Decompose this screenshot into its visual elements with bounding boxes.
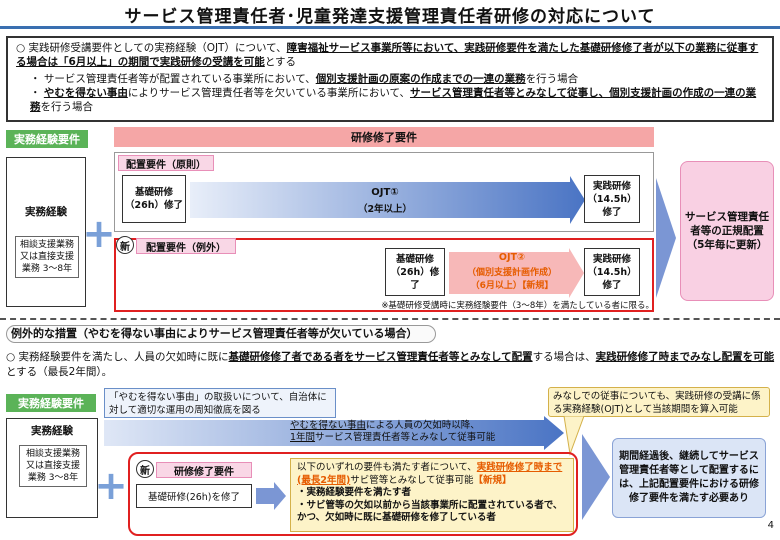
intro-box: ○ 実践研修受講要件としての実務経験（OJT）について、障害福祉サービス事業所等… bbox=[6, 36, 774, 122]
ojt1-label-2: （2年以上） bbox=[357, 204, 413, 215]
exception-desc-pre: 実務経験要件を満たし、人員の欠如時に既に bbox=[18, 351, 229, 363]
ojt1-arrow bbox=[190, 176, 585, 224]
top-exp-req-label: 実務経験要件 bbox=[6, 130, 88, 148]
title-underline bbox=[0, 26, 780, 29]
condition-mid: サビ管等とみなして従事可能 bbox=[350, 474, 474, 486]
callout-right-pointer bbox=[563, 416, 585, 456]
top-plus-icon: + bbox=[82, 211, 116, 257]
deemed-line-2: 1年間サービス管理責任者等とみなして従事可能 bbox=[290, 432, 550, 444]
deemed-line1-post: による人員の欠如時以降、 bbox=[366, 420, 480, 431]
intro-item1-pre: ・ サービス管理責任者等が配置されている事業所において、 bbox=[30, 73, 316, 85]
section-divider bbox=[0, 318, 780, 320]
callout-left: 「やむを得ない事由」の取扱いについて、自治体に対して適切な運用の周知徹底を図る bbox=[104, 388, 336, 418]
intro-item2-mid: によりサービス管理責任者等を欠いている事業所において、 bbox=[127, 87, 410, 99]
practice-training-2: 実践研修（14.5h）修了 bbox=[584, 248, 640, 296]
condition-new: 【新規】 bbox=[473, 474, 512, 486]
intro-item1-u: 個別支援計画の原案の作成までの一連の業務 bbox=[315, 73, 526, 85]
page-title: サービス管理責任者･児童発達支援管理責任者研修の対応について bbox=[124, 7, 656, 27]
top-train-req-label: 研修修了要件 bbox=[114, 127, 654, 147]
exception-desc-mid: する場合は、 bbox=[532, 351, 596, 363]
intro-bullet: ○ bbox=[16, 42, 26, 54]
intro-item2-post: を行う場合 bbox=[40, 101, 94, 113]
ojt1-label-1: OJT① bbox=[371, 187, 399, 198]
exception-desc-u2: 実践研修修了時までみなし配置を可能 bbox=[595, 351, 775, 363]
intro-item-2: ・ やむを得ない事由によりサービス管理責任者等を欠いている事業所において、サービ… bbox=[30, 87, 757, 113]
exception-label: 配置要件（例外） bbox=[136, 238, 236, 254]
bottom-train-req-label: 研修修了要件 bbox=[156, 462, 252, 478]
bottom-basic-training: 基礎研修(26h)を修了 bbox=[136, 484, 252, 508]
exception-frame bbox=[114, 238, 654, 312]
top-exp-title: 実務経験 bbox=[25, 206, 67, 218]
bottom-plus-icon: + bbox=[94, 463, 128, 509]
bottom-train-frame bbox=[128, 452, 578, 536]
page-number: 4 bbox=[767, 520, 774, 531]
bottom-exp-detail: 相談支援業務又は直接支援業務 3～8年 bbox=[19, 445, 87, 487]
condition-pre: 以下のいずれの要件も満たす者について、 bbox=[297, 462, 477, 473]
intro-item1-post: を行う場合 bbox=[525, 73, 579, 85]
basic-training-2: 基礎研修（26h）修了 bbox=[385, 248, 445, 296]
condition-box: 以下のいずれの要件も満たす者について、実践研修修了時まで(最長2年間)サビ管等と… bbox=[290, 458, 574, 532]
intro-item2-u2: サービス管理責任者等とみなして従事し、個別支援計画の作成の一連の業務 bbox=[30, 87, 757, 113]
ojt2-label-3: （6月以上）【新規】 bbox=[470, 281, 554, 291]
intro-item2-u1: やむを得ない事由 bbox=[43, 87, 128, 99]
result-arrow-top bbox=[656, 178, 676, 298]
continued-placement-box: 期間経過後、継続してサービス管理責任者等として配置するには、上記配置要件における… bbox=[612, 438, 766, 518]
ojt2-arrow bbox=[449, 248, 584, 298]
ojt2-label-2: （個別支援計画作成） bbox=[466, 268, 557, 278]
deemed-line1-u: やむを得ない事由 bbox=[290, 420, 367, 431]
condition-item-1: ・実務経験要件を満たす者 bbox=[297, 487, 412, 498]
bottom-exp-req-label: 実務経験要件 bbox=[6, 394, 96, 412]
exception-section-title: 例外的な措置（やむを得ない事由によりサービス管理責任者等が欠いている場合） bbox=[6, 325, 436, 343]
principle-label: 配置要件（原則） bbox=[118, 155, 214, 171]
callout-right: みなしでの従事についても、実践研修の受講に係る実務経験(OJT)として当該期間を… bbox=[548, 387, 770, 417]
regular-placement-box: サービス管理責任者等の正規配置（5年毎に更新） bbox=[680, 161, 774, 301]
intro-item-1: ・ サービス管理責任者等が配置されている事業所において、個別支援計画の原案の作成… bbox=[16, 72, 764, 86]
intro-part3: とする bbox=[264, 56, 296, 68]
exception-desc-u1: 基礎研修修了者である者をサービス管理責任者等とみなして配置 bbox=[228, 351, 533, 363]
exception-desc-post: とする（最長2年間）。 bbox=[6, 366, 113, 378]
basic-training-1: 基礎研修（26h）修了 bbox=[122, 175, 186, 223]
deemed-line-1: やむを得ない事由による人員の欠如時以降、 bbox=[290, 420, 550, 432]
practice-training-1: 実践研修（14.5h）修了 bbox=[584, 175, 640, 223]
bottom-exp-box: 実務経験 相談支援業務又は直接支援業務 3～8年 bbox=[6, 418, 98, 518]
deemed-line2-u: 1年間 bbox=[290, 432, 316, 443]
condition-arrow bbox=[256, 482, 286, 510]
new-badge-top: 新 bbox=[116, 236, 134, 254]
condition-item-2: ・サビ管等の欠如以前から当該事業所に配置されている者で、かつ、欠如時に既に基礎研… bbox=[297, 499, 563, 524]
exception-desc: ○ 実務経験要件を満たし、人員の欠如時に既に基礎研修修了者である者をサービス管理… bbox=[6, 350, 776, 380]
deemed-service-arrow bbox=[104, 416, 564, 450]
bottom-exp-title: 実務経験 bbox=[31, 425, 73, 437]
intro-part2: 障害福祉サービス事業所等において、実践研修要件を満たした基礎研修修了者が以下の業… bbox=[16, 42, 759, 68]
principle-frame bbox=[114, 152, 654, 232]
intro-part1: 実践研修受講要件としての実務経験（OJT）について、 bbox=[28, 42, 287, 54]
new-badge-bottom: 新 bbox=[136, 460, 154, 478]
deemed-line2-post: サービス管理責任者等とみなして従事可能 bbox=[315, 432, 496, 443]
eligibility-note: ※基礎研修受講時に実務経験要件（3～8年）を満たしている者に限る。 bbox=[381, 301, 654, 311]
exception-bullet: ○ bbox=[6, 351, 16, 363]
deemed-service-text: やむを得ない事由による人員の欠如時以降、 1年間サービス管理責任者等とみなして従… bbox=[290, 420, 550, 444]
result-arrow-bottom bbox=[582, 434, 610, 520]
intro-text: ○ 実践研修受講要件としての実務経験（OJT）について、障害福祉サービス事業所等… bbox=[16, 41, 764, 69]
top-exp-detail: 相談支援業務又は直接支援業務 3～8年 bbox=[15, 236, 79, 278]
condition-orange: 実践研修修了時まで(最長2年間) bbox=[297, 462, 563, 486]
ojt2-label-1: OJT② bbox=[498, 252, 526, 263]
top-exp-box: 実務経験 相談支援業務又は直接支援業務 3～8年 bbox=[6, 157, 86, 307]
